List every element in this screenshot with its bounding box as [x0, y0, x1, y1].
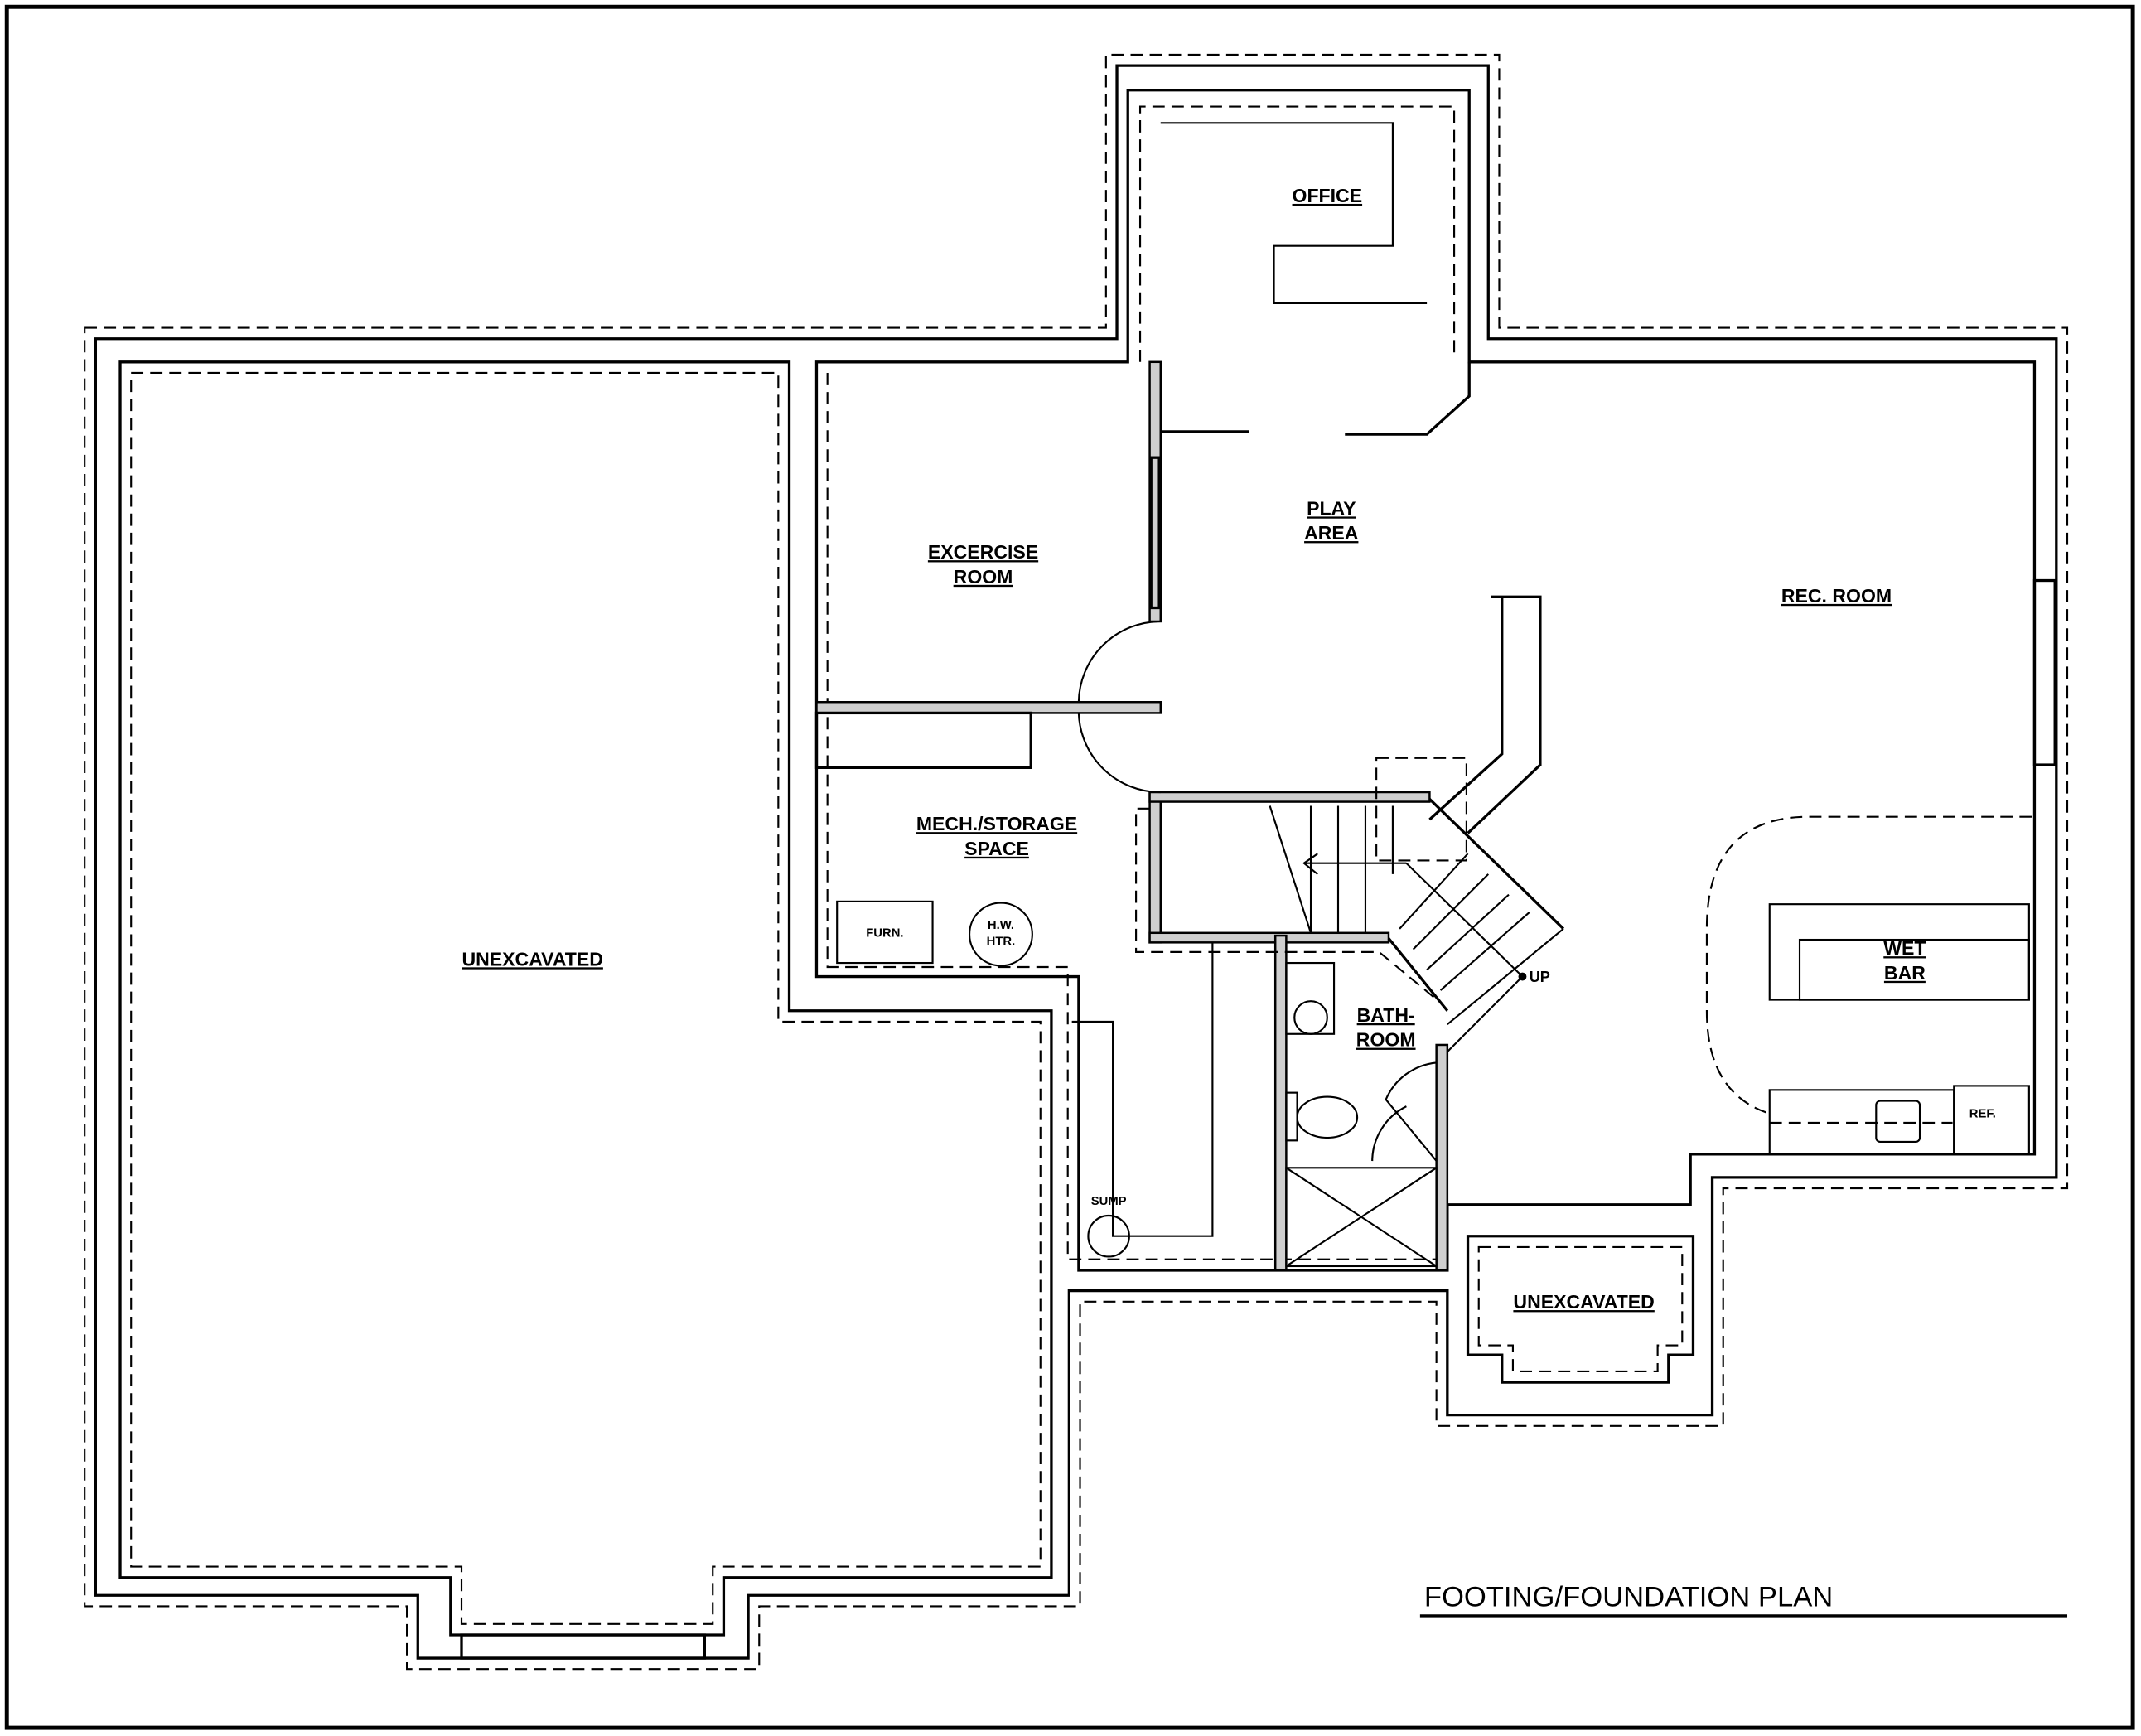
- unexcavated-small-area: [1466, 1235, 1695, 1384]
- stair-bottom-wall: [1148, 931, 1390, 944]
- foundation-footing-outline: [84, 53, 2069, 1671]
- plan-title: FOOTING/FOUNDATION PLAN: [1424, 1581, 1833, 1613]
- room-label-play-2: AREA: [1304, 522, 1359, 544]
- bay-window: [460, 1633, 706, 1660]
- stair-railing: [1428, 595, 1542, 834]
- room-label-exercise-2: ROOM: [954, 566, 1013, 588]
- stair-diagonal-rail: [1428, 798, 1565, 931]
- closet-shelf: [814, 711, 1032, 769]
- room-label-rec-room: REC. ROOM: [1781, 585, 1892, 607]
- stair-treads: [1269, 805, 1564, 1052]
- stair-diagonal-wall: [1387, 937, 1449, 1012]
- office-desk: [1160, 122, 1428, 304]
- bath-right-wall: [1435, 1043, 1449, 1272]
- room-label-office: OFFICE: [1293, 185, 1363, 206]
- basement-living-area: [814, 89, 2037, 1272]
- wet-bar-footing-line: [1705, 815, 2032, 1115]
- sink-icon: [1293, 1000, 1328, 1035]
- foundation-wall: [94, 64, 2058, 1660]
- water-heater-label-1: H.W.: [988, 919, 1014, 932]
- furnace-label: FURN.: [866, 927, 903, 941]
- room-label-bath-1: BATH-: [1357, 1004, 1415, 1026]
- stairs-up-marker: [1518, 972, 1527, 981]
- unexcavated-small-footing: [1477, 1245, 1684, 1372]
- stair-top-wall: [1148, 791, 1431, 803]
- stair-direction-arrow: [1302, 853, 1318, 875]
- unexcavated-main-footing: [130, 371, 1042, 1625]
- wet-bar-inner: [1798, 938, 2030, 1001]
- office-footing-line: [1138, 105, 1456, 362]
- stair-footing-box: [1375, 757, 1467, 862]
- window-rec-room: [2032, 578, 2056, 766]
- refrigerator-box: [1953, 1085, 2030, 1155]
- window-exercise: [1149, 456, 1161, 610]
- unexcavated-main-area: [118, 360, 1053, 1637]
- stairs-up-label: UP: [1530, 969, 1550, 985]
- water-heater-icon: [968, 902, 1033, 967]
- water-heater-label-2: HTR.: [987, 936, 1016, 949]
- room-label-exercise-1: EXCERCISE: [928, 541, 1038, 563]
- sump-drain-line: [1071, 942, 1214, 1237]
- stair-footing-line: [1135, 807, 1435, 999]
- room-label-mech-2: SPACE: [964, 838, 1029, 859]
- furnace-box: [836, 900, 934, 965]
- room-label-bath-2: ROOM: [1356, 1029, 1416, 1051]
- room-label-wet-bar-1: WET: [1883, 937, 1926, 959]
- toilet-icon: [1296, 1095, 1359, 1139]
- shower-icon: [1285, 1167, 1438, 1268]
- room-label-unexcavated: UNEXCAVATED: [462, 948, 603, 970]
- room-label-wet-bar-2: BAR: [1884, 962, 1926, 984]
- exercise-mech-wall: [815, 700, 1162, 714]
- exercise-door-swing: [1077, 620, 1161, 794]
- room-label-mech-1: MECH./STORAGE: [916, 813, 1077, 834]
- refrigerator-label: REF.: [1969, 1107, 1996, 1120]
- mech-stair-wall: [1148, 791, 1162, 944]
- sump-label: SUMP: [1091, 1195, 1127, 1208]
- bath-left-wall: [1273, 934, 1288, 1272]
- bar-sink-icon: [1875, 1100, 1921, 1144]
- bath-door-swing: [1371, 1061, 1438, 1162]
- mech-footing-line: [826, 372, 1437, 1260]
- play-area-bay: [1160, 361, 1471, 436]
- room-label-unexcavated-small: UNEXCAVATED: [1513, 1291, 1654, 1313]
- room-label-play-1: PLAY: [1307, 497, 1356, 519]
